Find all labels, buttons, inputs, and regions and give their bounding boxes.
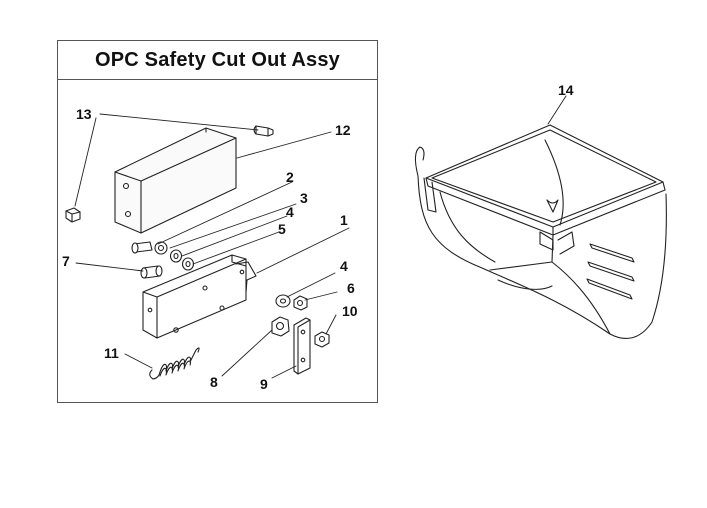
part-8-nut bbox=[271, 316, 290, 337]
part-13-bolt-upper bbox=[253, 125, 274, 137]
part-12-cover bbox=[114, 127, 237, 234]
callout-4-lower: 4 bbox=[340, 258, 348, 274]
callout-12: 12 bbox=[335, 122, 351, 138]
callout-13: 13 bbox=[76, 106, 92, 122]
part-6-nut bbox=[293, 295, 308, 311]
part-11-spring bbox=[149, 347, 200, 380]
diagram-title: OPC Safety Cut Out Assy bbox=[94, 48, 341, 71]
assembly-panel: OPC Safety Cut Out Assy bbox=[57, 40, 378, 403]
callout-labels: 1 2 3 4 5 4 6 7 8 9 10 11 12 13 14 bbox=[62, 82, 574, 392]
part-1-bracket bbox=[142, 254, 257, 339]
title-box: OPC Safety Cut Out Assy bbox=[58, 41, 377, 80]
leader-lines bbox=[74, 95, 567, 379]
callout-10: 10 bbox=[342, 303, 358, 319]
part-10-nut bbox=[314, 331, 330, 348]
callout-1: 1 bbox=[340, 212, 348, 228]
callout-11: 11 bbox=[104, 345, 119, 361]
part-5-nut bbox=[181, 257, 195, 271]
callout-3: 3 bbox=[300, 190, 308, 206]
callout-9: 9 bbox=[260, 376, 268, 392]
part-14-grass-box bbox=[414, 124, 667, 340]
callout-8: 8 bbox=[210, 374, 218, 390]
part-13-bolt-lower bbox=[65, 207, 81, 223]
part-3-washer bbox=[154, 241, 168, 255]
callout-4-upper: 4 bbox=[286, 204, 294, 220]
callout-7: 7 bbox=[62, 253, 70, 269]
part-4-washer-lower bbox=[275, 294, 291, 308]
part-2-bolt bbox=[131, 241, 153, 254]
part-7-spacer bbox=[140, 265, 163, 279]
callout-5: 5 bbox=[278, 221, 286, 237]
callout-2: 2 bbox=[286, 169, 294, 185]
part-9-plate bbox=[293, 317, 311, 375]
part-4-washer-upper bbox=[169, 249, 183, 263]
callout-14: 14 bbox=[558, 82, 574, 98]
callout-6: 6 bbox=[347, 280, 355, 296]
